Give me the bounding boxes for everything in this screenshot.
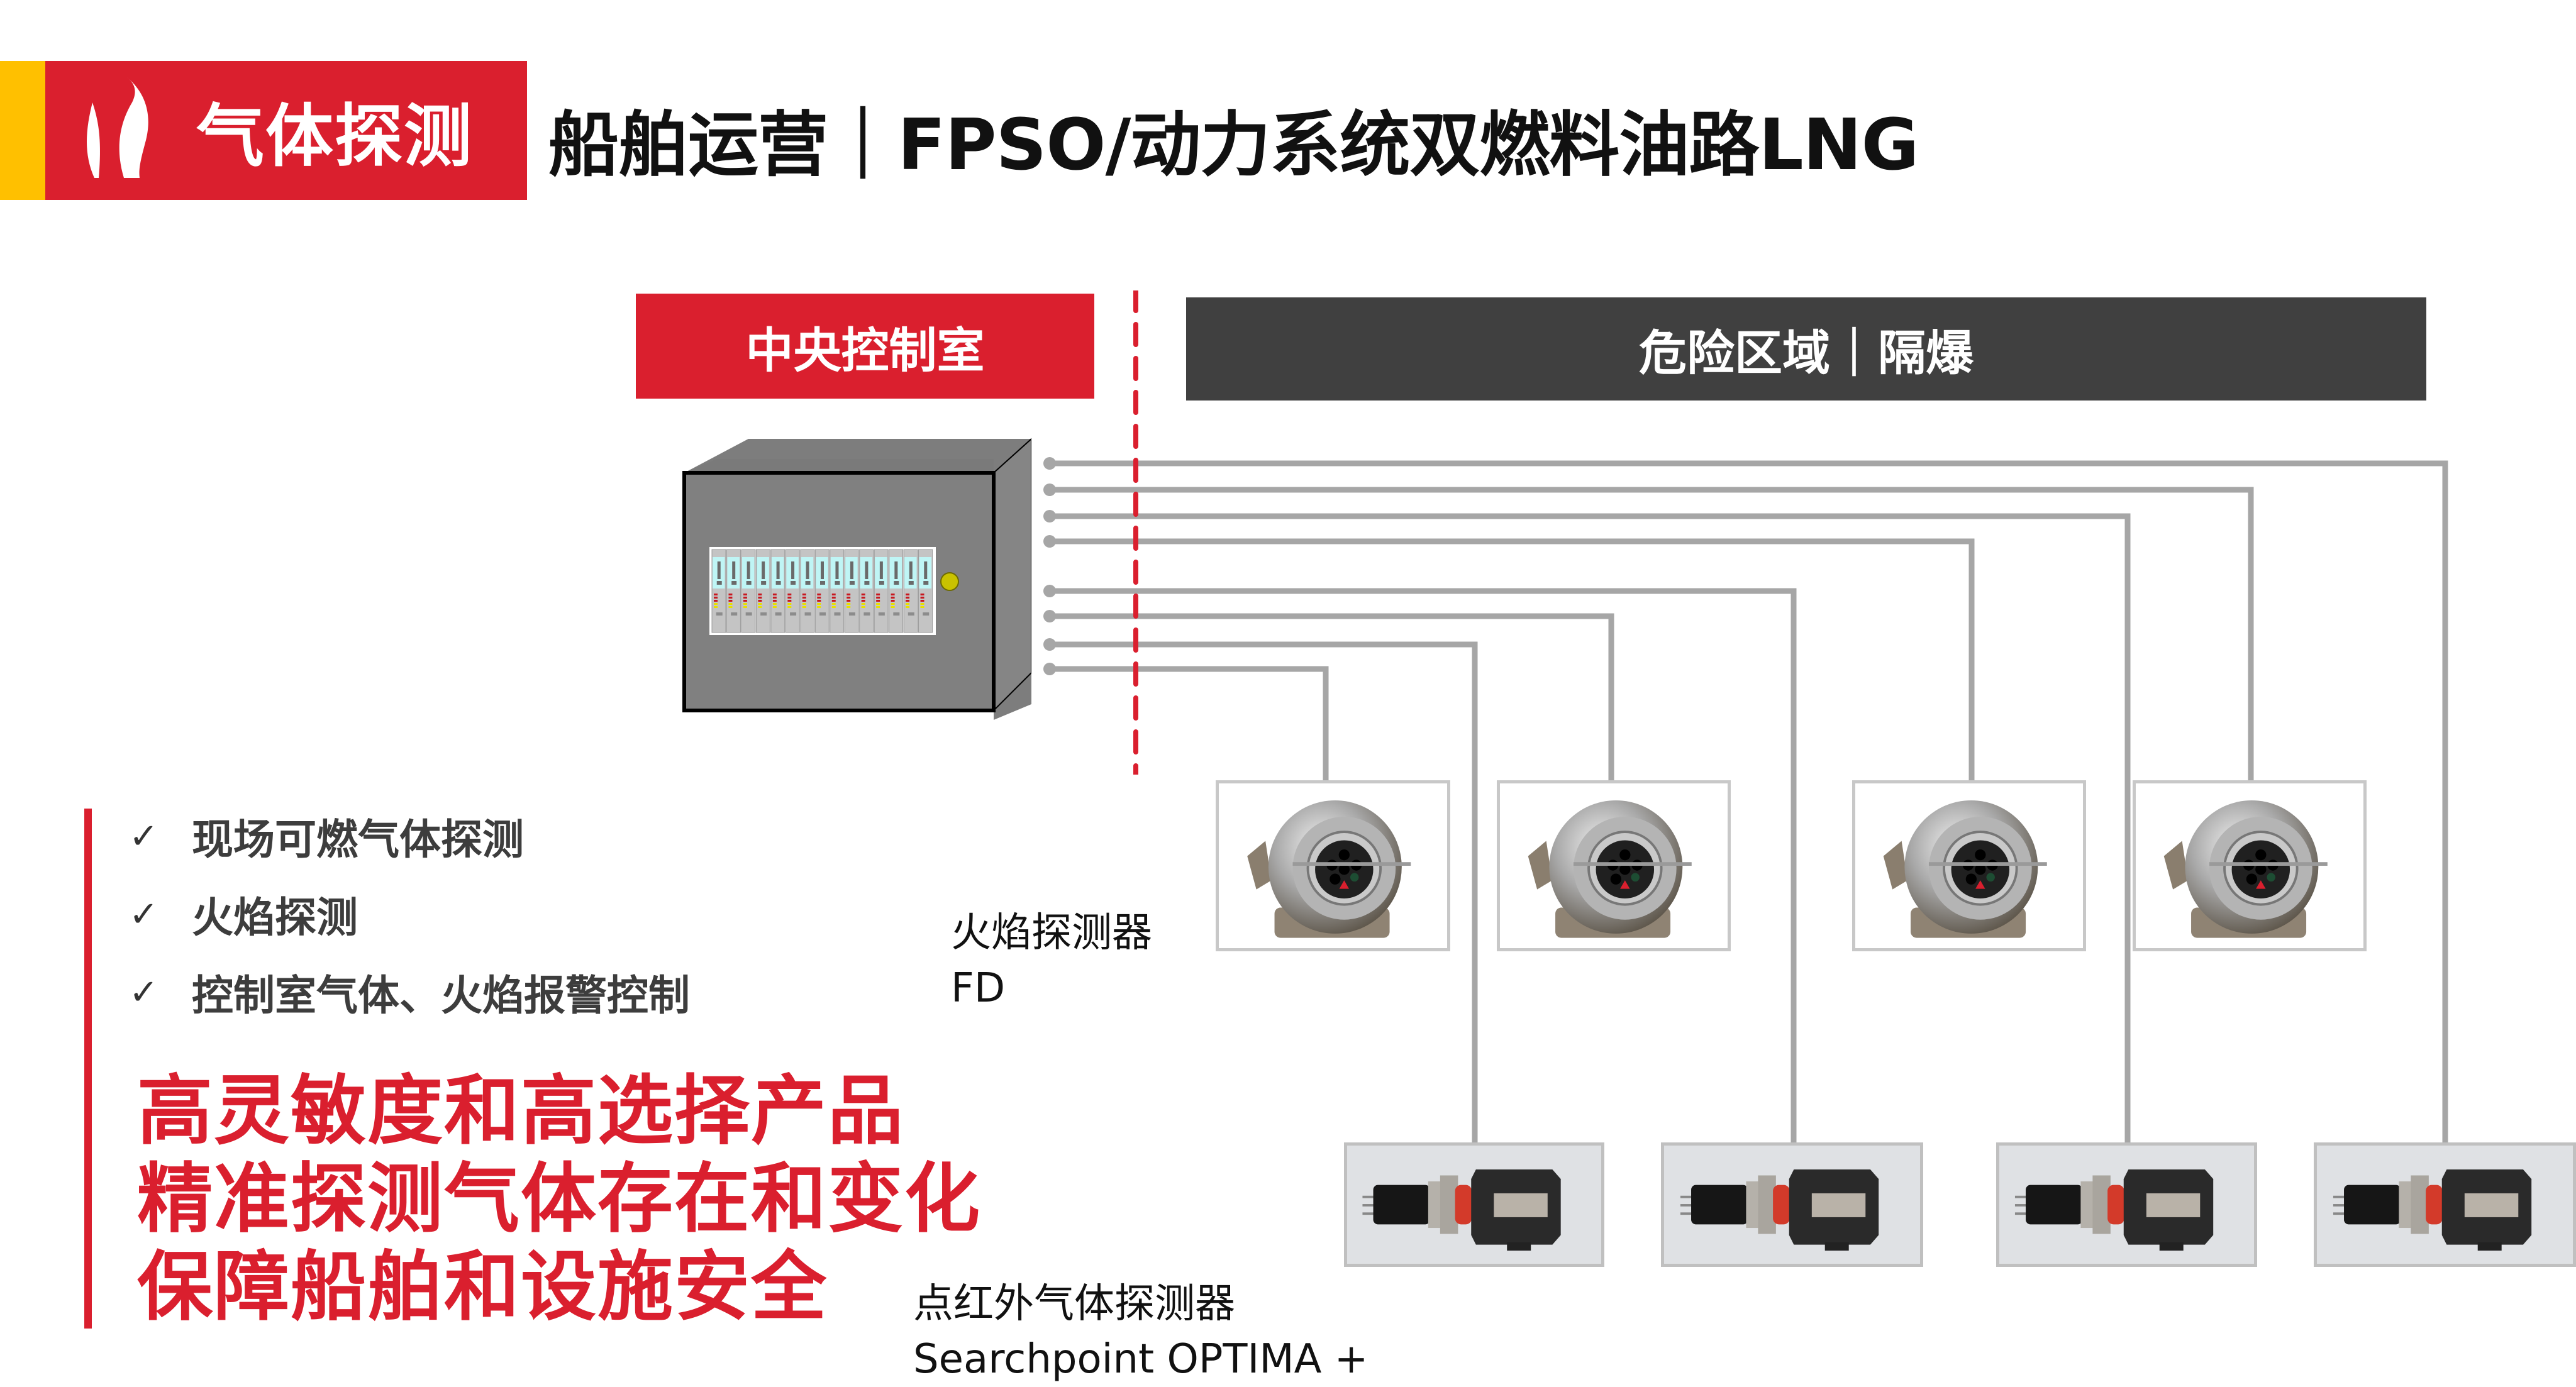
check-icon: ✓ [129,893,158,935]
wire-gas-2 [1050,588,1797,1142]
door-lock-icon [940,572,959,591]
slogan-line: 保障船舶和设施安全 [137,1244,828,1331]
controller-module-card [800,549,815,633]
controller-module-card [741,549,756,633]
slogan: 高灵敏度和高选择产品 精准探测气体存在和变化 保障船舶和设施安全 [137,1068,981,1332]
feature-text: 控制室气体、火焰报警控制 [192,971,690,1020]
controller-module-card [874,549,889,633]
terminal-dot [1043,510,1056,522]
wire-flame-2 [1050,613,1614,780]
accent-strip [0,61,45,200]
gas-detector-3 [1996,1142,2257,1267]
wire-flame-3 [1050,538,1975,780]
flame-icon [86,77,148,178]
zone-divider [1133,290,1138,775]
flame-detector-3 [1852,780,2086,951]
slogan-line: 精准探测气体存在和变化 [137,1156,981,1243]
feature-item: ✓ 控制室气体、火焰报警控制 [129,953,690,1031]
gas-detector-2 [1661,1142,1923,1267]
wire-gas-1 [1050,641,1478,1142]
wire-flame-4 [1050,487,2254,780]
controller-module-card [726,549,741,633]
controller-module-card [770,549,786,633]
controller-module-card [814,549,830,633]
terminal-dot [1043,638,1056,651]
page-title: 船舶运营｜FPSO/动力系统双燃料油路LNG [548,104,1919,186]
controller-module-card [830,549,845,633]
hazardous-area-header: 危险区域｜隔爆 [1186,297,2426,401]
feature-item: ✓ 现场可燃气体探测 [129,797,690,875]
gas-detector-icon [2317,1146,2573,1264]
flame-detector-1 [1216,780,1450,951]
terminal-dot [1043,610,1056,622]
control-room-header: 中央控制室 [636,294,1094,399]
controller-module-card [859,549,874,633]
terminal-dot [1043,457,1056,470]
gas-detector-label-cn: 点红外气体探测器 [913,1281,1235,1327]
flame-detector-icon [2136,783,2363,948]
gas-detector-icon [1664,1146,1920,1264]
terminal-dot [1043,484,1056,496]
wire-gas-4 [1050,460,2448,1142]
gas-detector-icon [1999,1146,2254,1264]
feature-item: ✓ 火焰探测 [129,875,690,953]
flame-detector-2 [1497,780,1731,951]
gas-detector-1 [1344,1142,1604,1267]
controller-module-card [903,549,918,633]
feature-list: ✓ 现场可燃气体探测 ✓ 火焰探测 ✓ 控制室气体、火焰报警控制 [129,797,690,1031]
flame-detector-icon [1855,783,2083,948]
left-accent-bar [84,809,92,1329]
terminal-dot [1043,585,1056,597]
flame-detector-label-en: FD [951,965,1006,1012]
flame-detector-label: 火焰探测器 FD [951,905,1152,1016]
flame-detector-icon [1219,783,1447,948]
controller-modules [711,549,933,633]
terminal-dot [1043,535,1056,548]
controller-module-card [889,549,904,633]
badge-label: 气体探测 [196,97,474,176]
controller-module-card [844,549,859,633]
controller-module-card [785,549,800,633]
wire-gas-3 [1050,513,2131,1142]
slogan-line: 高灵敏度和高选择产品 [137,1068,904,1155]
control-cabinet [682,438,1031,720]
flame-detector-icon [1500,783,1728,948]
terminal-dot [1043,663,1056,675]
check-icon: ✓ [129,815,158,857]
gas-detector-4 [2314,1142,2576,1267]
gas-detector-icon [1347,1146,1601,1264]
controller-module-card [711,549,726,633]
flame-detector-4 [2133,780,2367,951]
section-badge: 气体探测 [45,61,527,200]
controller-module-card [918,549,933,633]
check-icon: ✓ [129,971,158,1013]
gas-detector-label-en: Searchpoint OPTIMA + [913,1336,1368,1383]
gas-detector-label: 点红外气体探测器 Searchpoint OPTIMA + [913,1276,1368,1387]
controller-module-card [755,549,770,633]
flame-detector-label-cn: 火焰探测器 [951,910,1152,956]
feature-text: 火焰探测 [192,893,358,942]
wire-flame-1 [1050,666,1329,780]
feature-text: 现场可燃气体探测 [192,815,524,864]
